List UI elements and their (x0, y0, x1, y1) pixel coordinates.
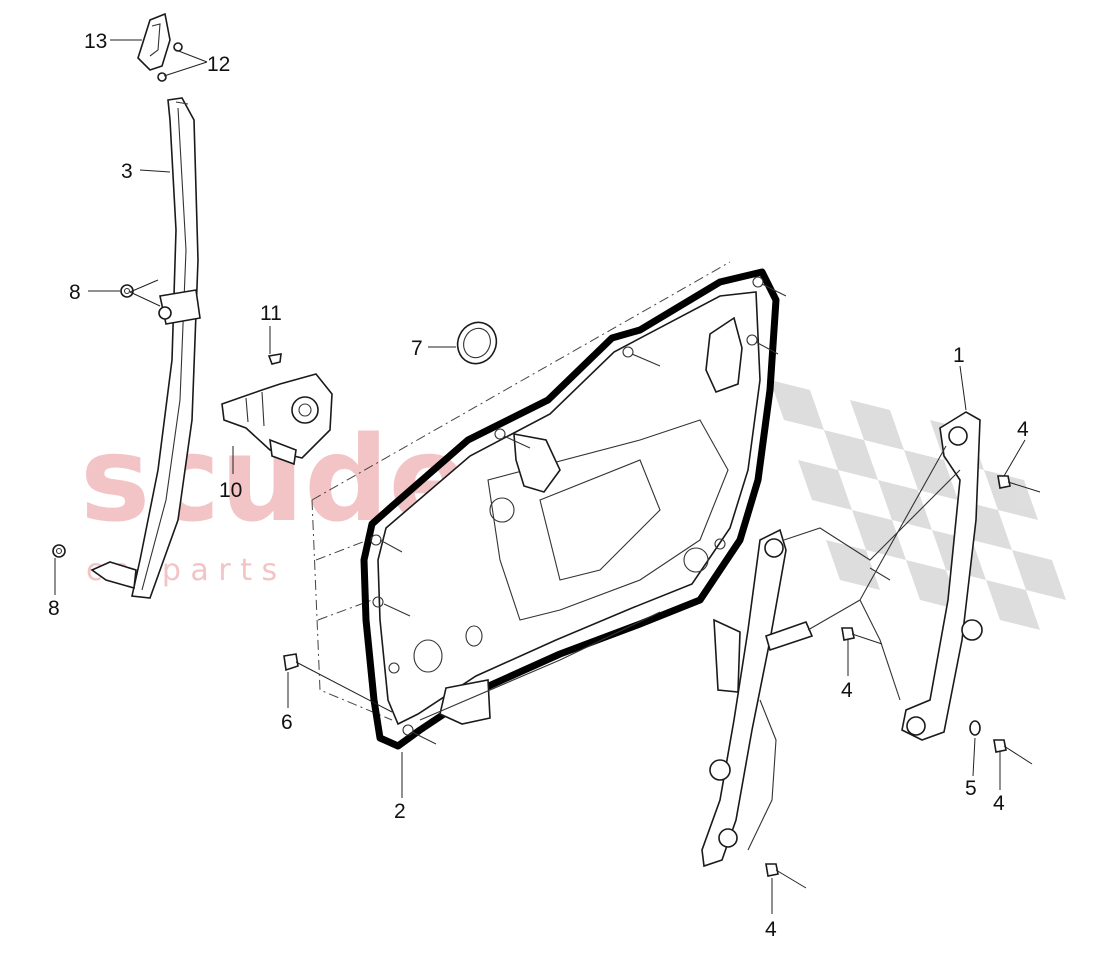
callout-4-upper-right: 4 (1017, 418, 1029, 441)
bolt-part-4-b (841, 627, 883, 645)
window-motor-part-10 (221, 373, 333, 466)
flag-square (850, 400, 904, 450)
flag-square (906, 560, 960, 610)
bracket-part-13 (137, 12, 171, 71)
window-regulator-part-1 (859, 411, 983, 741)
callout-11: 11 (260, 302, 282, 325)
flag-square (878, 480, 932, 530)
flag-square (824, 430, 878, 480)
callout-4-middle: 4 (841, 679, 853, 702)
callout-1: 1 (953, 344, 965, 367)
clip-part-8-upper (120, 284, 134, 298)
bolt-part-4-d (765, 863, 807, 889)
callout-8-upper: 8 (69, 281, 81, 304)
flag-square (986, 580, 1040, 630)
callout-13: 13 (84, 30, 107, 53)
leader-lines (54, 39, 1026, 914)
screw-part-11 (267, 353, 282, 365)
window-regulator-front (701, 469, 961, 868)
callout-6: 6 (281, 711, 293, 734)
callout-7: 7 (411, 337, 423, 360)
screw-part-12 (157, 42, 183, 82)
bolt-part-4-a (997, 475, 1041, 493)
grommet-part-7 (456, 321, 498, 365)
callout-10: 10 (219, 479, 242, 502)
flag-square (770, 380, 824, 430)
bolt-part-6 (283, 653, 393, 713)
flag-square (826, 540, 880, 590)
flag-square (798, 460, 852, 510)
callout-5: 5 (965, 777, 977, 800)
callout-3: 3 (121, 160, 133, 183)
nut-part-5 (969, 720, 981, 736)
callout-8-lower: 8 (48, 597, 60, 620)
guide-rail-part-3 (90, 97, 201, 599)
callout-4-lower-right: 4 (993, 792, 1005, 815)
clip-part-8-lower (52, 544, 66, 558)
callout-4-bottom: 4 (765, 918, 777, 941)
flag-square (852, 510, 906, 560)
callout-2: 2 (394, 800, 406, 823)
callout-labels: 13 12 3 8 8 11 10 7 6 2 1 4 4 5 4 4 (48, 30, 1029, 941)
callout-12: 12 (207, 53, 230, 76)
flag-square (1012, 550, 1066, 600)
door-module-part-2 (311, 261, 787, 750)
flag-square (904, 450, 958, 500)
bolt-part-4-c (993, 739, 1033, 765)
flag-square (984, 470, 1038, 520)
